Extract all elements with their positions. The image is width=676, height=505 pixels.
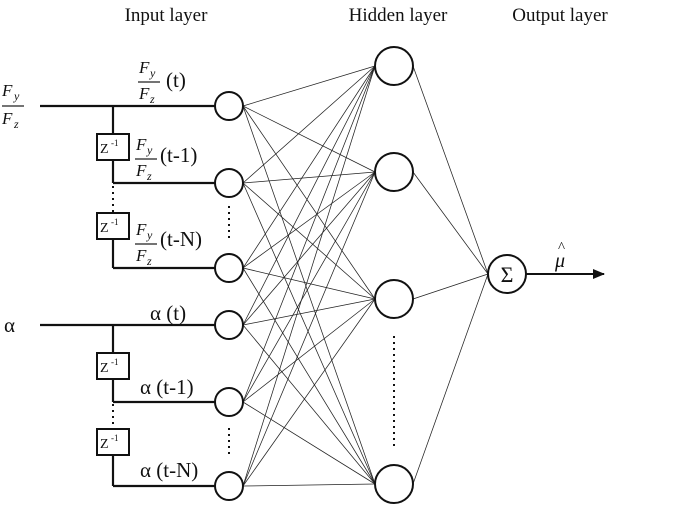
svg-text:Z: Z bbox=[100, 221, 109, 236]
connection bbox=[242, 171, 376, 326]
connection bbox=[242, 171, 376, 487]
input-node bbox=[214, 253, 244, 283]
connection bbox=[242, 267, 376, 485]
connection bbox=[242, 298, 376, 326]
svg-text:-1: -1 bbox=[111, 433, 119, 443]
connection bbox=[412, 171, 489, 275]
delay-block: Z -1 bbox=[96, 352, 130, 380]
connection bbox=[242, 65, 376, 326]
connection bbox=[242, 65, 376, 269]
network-connections bbox=[242, 65, 489, 487]
svg-text:Z: Z bbox=[100, 142, 109, 157]
connection bbox=[242, 298, 376, 487]
hidden-node bbox=[374, 279, 414, 319]
svg-text:y: y bbox=[149, 66, 156, 80]
hidden-node bbox=[374, 46, 414, 86]
delay-block: Z -1 bbox=[96, 428, 130, 456]
svg-text:z: z bbox=[146, 254, 152, 268]
tap-label-force-t: F y F z (t) bbox=[138, 58, 186, 106]
svg-text:y: y bbox=[13, 89, 20, 103]
svg-text:Z: Z bbox=[100, 361, 109, 376]
delay-block: Z -1 bbox=[96, 212, 130, 240]
svg-text:F: F bbox=[135, 135, 147, 154]
input-node bbox=[214, 168, 244, 198]
connection bbox=[242, 171, 376, 403]
connection bbox=[242, 182, 376, 300]
svg-text:(t): (t) bbox=[166, 68, 186, 92]
delay-block: Z -1 bbox=[96, 133, 130, 161]
input-node bbox=[214, 387, 244, 417]
connection bbox=[242, 105, 376, 300]
connection bbox=[242, 267, 376, 300]
output-estimate-label: μ bbox=[554, 250, 565, 272]
input-layer-header: Input layer bbox=[125, 5, 209, 26]
input-node bbox=[214, 91, 244, 121]
tap-label-alpha-t-minus-n: α (t-N) bbox=[140, 458, 198, 482]
connection bbox=[242, 401, 376, 485]
svg-text:y: y bbox=[146, 228, 153, 242]
svg-text:F: F bbox=[138, 58, 150, 77]
svg-text:z: z bbox=[13, 117, 19, 131]
connection bbox=[242, 483, 376, 487]
svg-text:(t-1): (t-1) bbox=[160, 143, 197, 167]
connection bbox=[242, 171, 376, 269]
sum-symbol: Σ bbox=[501, 262, 514, 287]
svg-text:-1: -1 bbox=[111, 138, 119, 148]
input-node bbox=[214, 310, 244, 340]
svg-text:z: z bbox=[146, 169, 152, 183]
svg-text:F: F bbox=[135, 161, 147, 180]
input-node bbox=[214, 471, 244, 501]
connection bbox=[242, 105, 376, 485]
svg-text:-1: -1 bbox=[111, 357, 119, 367]
hidden-layer-header: Hidden layer bbox=[349, 5, 448, 26]
tap-label-alpha-t-minus-1: α (t-1) bbox=[140, 375, 194, 399]
svg-text:F: F bbox=[135, 246, 147, 265]
connection bbox=[412, 273, 489, 485]
connection bbox=[242, 105, 376, 173]
output-layer-header: Output layer bbox=[512, 5, 608, 26]
output-estimate-hat: ^ bbox=[558, 240, 565, 256]
tap-label-force-t-minus-n: F y F z (t-N) bbox=[135, 220, 202, 268]
connection bbox=[412, 273, 489, 300]
svg-text:Z: Z bbox=[100, 437, 109, 452]
force-ratio-input-label: F y F z bbox=[1, 81, 24, 131]
alpha-input-label: α bbox=[4, 313, 15, 337]
svg-text:F: F bbox=[1, 81, 13, 100]
svg-text:z: z bbox=[149, 92, 155, 106]
connection bbox=[242, 65, 376, 107]
tap-label-alpha-t: α (t) bbox=[150, 301, 186, 325]
connection bbox=[242, 171, 376, 184]
connection bbox=[242, 182, 376, 485]
connection bbox=[242, 65, 376, 184]
hidden-nodes bbox=[374, 46, 414, 504]
svg-text:-1: -1 bbox=[111, 217, 119, 227]
input-nodes bbox=[214, 91, 244, 501]
connection bbox=[242, 65, 376, 487]
tap-label-force-t-minus-1: F y F z (t-1) bbox=[135, 135, 197, 183]
connection bbox=[242, 324, 376, 485]
connection bbox=[242, 65, 376, 403]
connection bbox=[412, 65, 489, 275]
connection bbox=[242, 298, 376, 403]
svg-text:F: F bbox=[138, 84, 150, 103]
svg-text:F: F bbox=[135, 220, 147, 239]
svg-text:(t-N): (t-N) bbox=[160, 227, 202, 251]
svg-text:F: F bbox=[1, 109, 13, 128]
svg-text:y: y bbox=[146, 143, 153, 157]
hidden-node bbox=[374, 152, 414, 192]
hidden-node bbox=[374, 464, 414, 504]
